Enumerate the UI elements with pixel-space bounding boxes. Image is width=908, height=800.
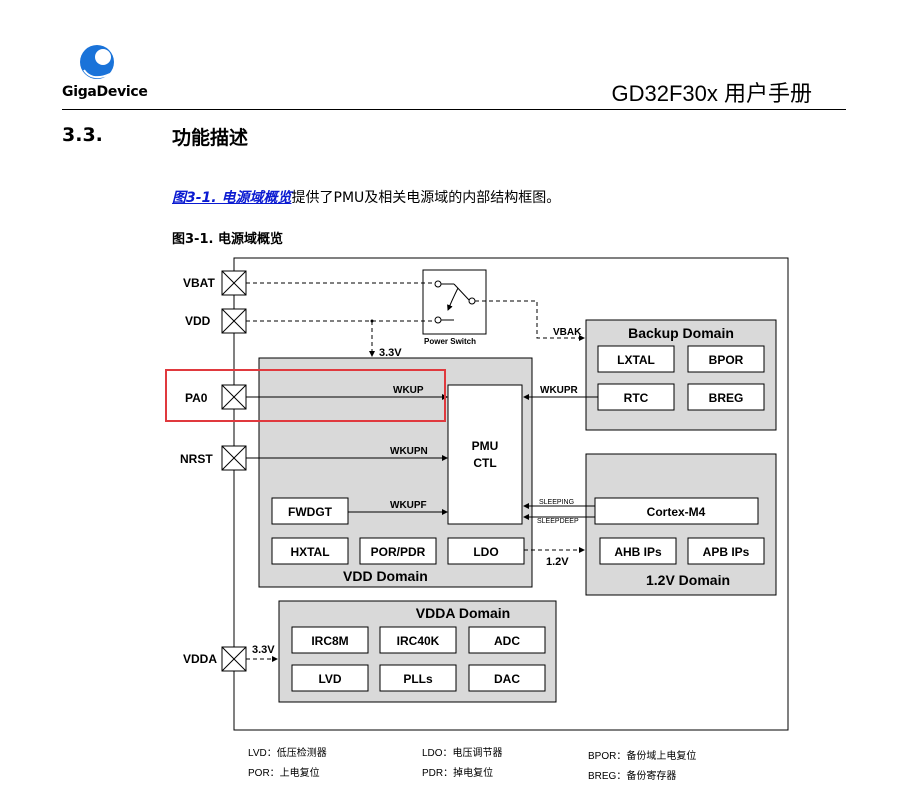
svg-text:BPOR: BPOR <box>709 353 744 367</box>
legend-breg: BREG：备份寄存器 <box>588 769 676 782</box>
power-switch-label: Power Switch <box>424 337 476 346</box>
section-title: 功能描述 <box>172 127 249 149</box>
svg-text:BREG: BREG <box>709 391 744 405</box>
backup-domain-title: Backup Domain <box>628 325 734 341</box>
intro-paragraph: 图3-1. 电源域概览提供了PMU及相关电源域的内部结构框图。 <box>172 187 560 207</box>
svg-text:RTC: RTC <box>624 391 649 405</box>
section-number: 3.3. <box>62 124 103 146</box>
svg-text:POR/PDR: POR/PDR <box>371 545 426 559</box>
adc-block <box>468 626 546 654</box>
figure-link[interactable]: 图3-1. 电源域概览 <box>172 190 292 206</box>
pin-nrst-label: NRST <box>180 452 213 466</box>
vbak-label: VBAK <box>553 327 582 338</box>
svg-text:LXTAL: LXTAL <box>617 353 655 367</box>
svg-text:DAC: DAC <box>494 672 520 686</box>
fwdgt-block: FWDGT <box>271 497 349 525</box>
svg-text:HXTAL: HXTAL <box>290 545 329 559</box>
pa0-highlight-box <box>165 369 446 422</box>
vdda-domain: VDDA Domain IRC8M IRC40K ADC LVD PLLs DA… <box>278 600 557 703</box>
signal-sleepdeep: SLEEPDEEP <box>537 518 579 525</box>
irc40k-block <box>379 626 457 654</box>
manual-title: GD32F30x 用户手册 <box>611 81 813 106</box>
v12-label: 1.2V <box>546 556 569 568</box>
legend-lvd: LVD：低压检测器 <box>248 746 327 759</box>
irc8m-block <box>291 626 369 654</box>
por-pdr-block: POR/PDR <box>359 537 437 565</box>
legend-por: POR：上电复位 <box>248 766 320 779</box>
paragraph-text: 提供了PMU及相关电源域的内部结构框图。 <box>291 190 561 206</box>
svg-text:LVD: LVD <box>318 672 341 686</box>
header-divider <box>62 109 846 110</box>
pin-pa0: PA0 <box>185 384 247 410</box>
ldo-block: LDO <box>447 537 525 565</box>
pin-pa0-label: PA0 <box>185 391 208 405</box>
power-switch: Power Switch <box>422 269 487 346</box>
signal-wkupn: WKUPN <box>390 446 428 457</box>
pin-vbat-label: VBAT <box>183 276 215 290</box>
legend-bpor: BPOR：备份域上电复位 <box>588 749 696 762</box>
apb-ips-block <box>687 537 765 565</box>
svg-text:IRC8M: IRC8M <box>311 634 348 648</box>
pin-vdda: VDDA <box>183 646 247 672</box>
plls-block <box>379 664 457 692</box>
vdda-domain-title: VDDA Domain <box>416 605 510 621</box>
signal-sleeping: SLEEPING <box>539 499 574 506</box>
cortex-m4-block <box>594 497 759 525</box>
svg-text:Cortex-M4: Cortex-M4 <box>647 505 706 519</box>
pin-vdda-label: VDDA <box>183 652 217 666</box>
ctl-label: CTL <box>473 456 496 470</box>
v12-domain: Cortex-M4 AHB IPs APB IPs 1.2V Domain <box>585 453 777 596</box>
lxtal-block <box>597 345 675 373</box>
lvd-block <box>291 664 369 692</box>
rtc-block <box>597 383 675 411</box>
brand-logo-text: GigaDevice <box>62 84 148 100</box>
breg-block <box>687 383 765 411</box>
vdd-domain-title: VDD Domain <box>343 568 428 584</box>
ahb-ips-block <box>599 537 677 565</box>
svg-text:PLLs: PLLs <box>403 672 433 686</box>
v33-top-label: 3.3V <box>379 347 402 359</box>
signal-wkup: WKUP <box>393 385 424 396</box>
svg-text:FWDGT: FWDGT <box>288 505 333 519</box>
pin-vdd: VDD <box>185 308 247 334</box>
signal-wkupr: WKUPR <box>540 385 579 396</box>
hxtal-block: HXTAL <box>271 537 349 565</box>
pin-nrst: NRST <box>180 445 247 471</box>
legend-ldo: LDO：电压调节器 <box>422 746 503 759</box>
figure-caption: 图3-1. 电源域概览 <box>172 232 283 247</box>
dac-block <box>468 664 546 692</box>
pin-vdd-label: VDD <box>185 314 211 328</box>
svg-text:IRC40K: IRC40K <box>397 634 440 648</box>
backup-domain: Backup Domain LXTAL BPOR RTC BREG <box>585 319 777 431</box>
pmu-label: PMU <box>472 439 499 453</box>
pmu-ctl-block: PMU CTL <box>447 384 523 525</box>
v12-domain-title: 1.2V Domain <box>646 572 730 588</box>
svg-text:LDO: LDO <box>473 545 498 559</box>
bpor-block <box>687 345 765 373</box>
svg-text:APB IPs: APB IPs <box>703 545 750 559</box>
v33-bottom-label: 3.3V <box>252 644 275 656</box>
svg-text:ADC: ADC <box>494 634 520 648</box>
signal-wkupf: WKUPF <box>390 500 427 511</box>
svg-text:AHB IPs: AHB IPs <box>614 545 662 559</box>
legend-pdr: PDR：掉电复位 <box>422 766 493 779</box>
pin-vbat: VBAT <box>183 270 247 296</box>
